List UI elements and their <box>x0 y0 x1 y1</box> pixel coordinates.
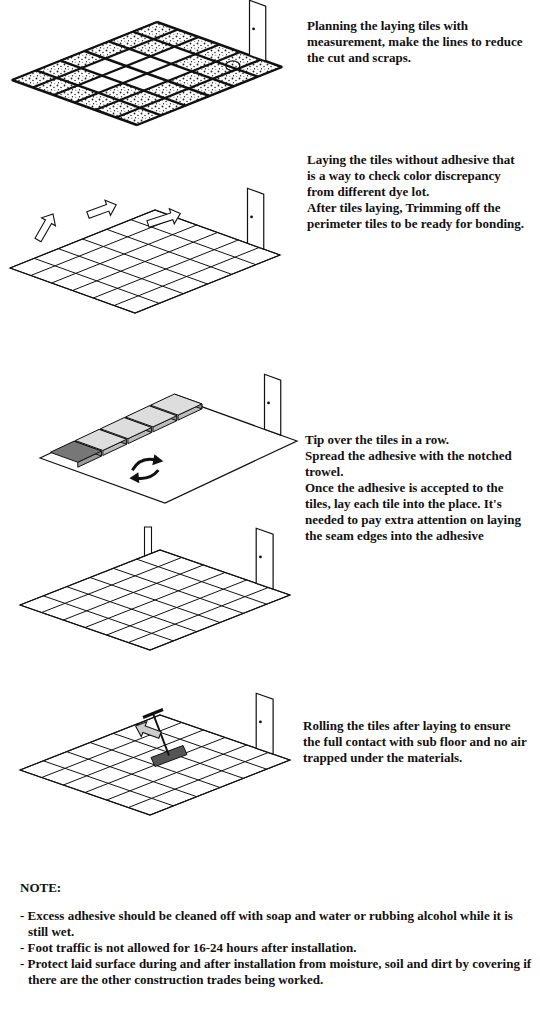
tile-joint <box>137 67 282 125</box>
step-text: Spread the adhesive with the notched tro… <box>305 448 530 480</box>
floor-roller <box>151 746 187 767</box>
note-item: - Foot traffic is not allowed for 16-24 … <box>20 940 532 956</box>
tile-joint <box>107 580 247 635</box>
move-arrow <box>85 197 119 222</box>
text-group: Laying the tiles without adhesive that i… <box>307 152 525 232</box>
step-text: Once the adhesive is accepted to the til… <box>305 480 530 544</box>
layout-cell <box>147 64 192 81</box>
tile-joint <box>150 595 290 650</box>
door <box>265 374 281 435</box>
adhesive-figure <box>40 374 297 503</box>
tile-floor <box>10 210 280 313</box>
step-text: Rolling the tiles after laying to ensure… <box>303 718 531 766</box>
flip-arrow <box>136 470 158 478</box>
door-knob <box>252 28 255 31</box>
rolling-figure <box>20 693 290 815</box>
tile-joint <box>93 240 238 298</box>
layout-cell <box>150 47 195 64</box>
dry-lay-figure <box>10 188 280 313</box>
tile-joint <box>128 588 268 643</box>
roller-grip <box>143 710 163 718</box>
move-arrow <box>146 206 183 232</box>
tile-joint <box>114 248 259 306</box>
flip-arrow-head <box>152 454 163 465</box>
tile-joint <box>116 60 261 118</box>
planning-figure <box>12 0 282 125</box>
text-group: NOTE: - Excess adhesive should be cleaned… <box>20 880 532 988</box>
tile-joint <box>133 32 258 77</box>
door-knob <box>259 556 262 559</box>
tile-joint <box>128 753 268 808</box>
step-text: Tip over the tiles in a row. <box>305 432 530 448</box>
tile-joint <box>107 745 247 800</box>
subfloor <box>12 22 282 125</box>
door <box>250 0 266 61</box>
note-heading: NOTE: <box>20 880 532 896</box>
tape-measure <box>226 61 240 71</box>
step-text: Laying the tiles without adhesive that i… <box>307 152 525 200</box>
tile-joint <box>95 52 240 110</box>
text-group: Rolling the tiles after laying to ensure… <box>303 718 531 766</box>
tile-floor <box>20 550 290 650</box>
text-group: Tip over the tiles in a row.Spread the a… <box>305 432 530 544</box>
tile-joint <box>150 760 290 815</box>
layout-cell <box>78 76 123 93</box>
text-group: Planning the laying tiles with measureme… <box>307 18 532 66</box>
door-knob <box>250 216 253 219</box>
tile-slab <box>151 394 202 415</box>
door <box>256 528 273 589</box>
tile-joint <box>137 559 267 604</box>
move-arrow <box>133 719 163 743</box>
note-item: - Protect laid surface during and after … <box>20 956 532 988</box>
step-text: After tiles laying, Trimming off the per… <box>307 200 525 232</box>
tile-floor <box>20 715 290 815</box>
door <box>248 188 264 249</box>
note-item: - Excess adhesive should be cleaned off … <box>20 908 532 940</box>
door-knob <box>259 721 262 724</box>
tile-joint <box>135 255 280 313</box>
laid-floor-figure <box>20 528 290 650</box>
move-arrow <box>31 210 60 244</box>
door <box>256 693 273 754</box>
flip-arrow-head <box>129 472 139 483</box>
door-knob <box>267 402 270 405</box>
step-text: Planning the laying tiles with measureme… <box>307 18 532 66</box>
